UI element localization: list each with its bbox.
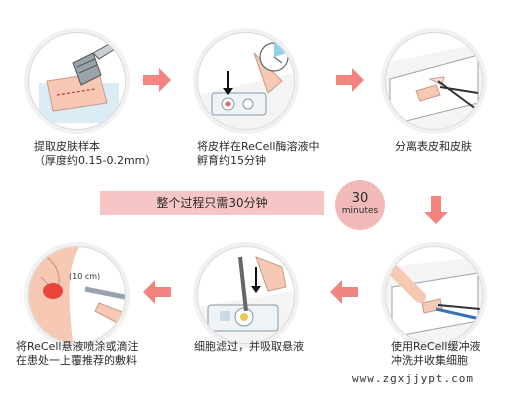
step-3-caption: 分离表皮和皮肤 [395,140,472,153]
timer-badge: 30 minutes [335,180,385,230]
step-2-caption: 将皮样在ReCell酶溶液中 孵育约15分钟 [197,140,320,167]
step-6-circle: (10 cm) [28,246,126,344]
step-1-caption: 提取皮肤样本 （厚度约0.15-0.2mm） [34,140,157,167]
watermark: www.zgxjjypt.com [352,372,474,385]
timer-unit: minutes [341,206,379,216]
separate-epidermis-icon [386,43,482,129]
arrow-left-icon [330,280,358,304]
timer-number: 30 [351,191,369,206]
arrow-left-icon [143,280,171,304]
step-4-circle [385,246,483,344]
step-5-circle [197,246,295,344]
enzyme-incubation-icon [198,42,294,129]
step-4-caption: 使用ReCell缓冲液 冲洗并收集细胞 [391,340,481,367]
step-1-circle [28,32,126,130]
total-time-banner: 整个过程只需30分钟 [100,191,324,215]
spray-application-icon: (10 cm) [29,247,125,343]
area-label: (10 cm) [69,272,100,281]
arrow-right-icon [143,68,171,92]
arrow-down-icon [424,196,448,224]
step-3-circle [385,32,483,130]
step-5-caption: 细胞滤过，并吸取悬液 [194,340,304,353]
step-6-caption: 将ReCell悬液喷涂或滴注 在患处一上覆推荐的敷料 [16,340,139,367]
skin-graft-harvest-icon [39,42,119,123]
arrow-right-icon [336,68,364,92]
step-2-circle [197,32,295,130]
buffer-rinse-icon [386,257,482,343]
filter-cells-icon [198,256,294,343]
